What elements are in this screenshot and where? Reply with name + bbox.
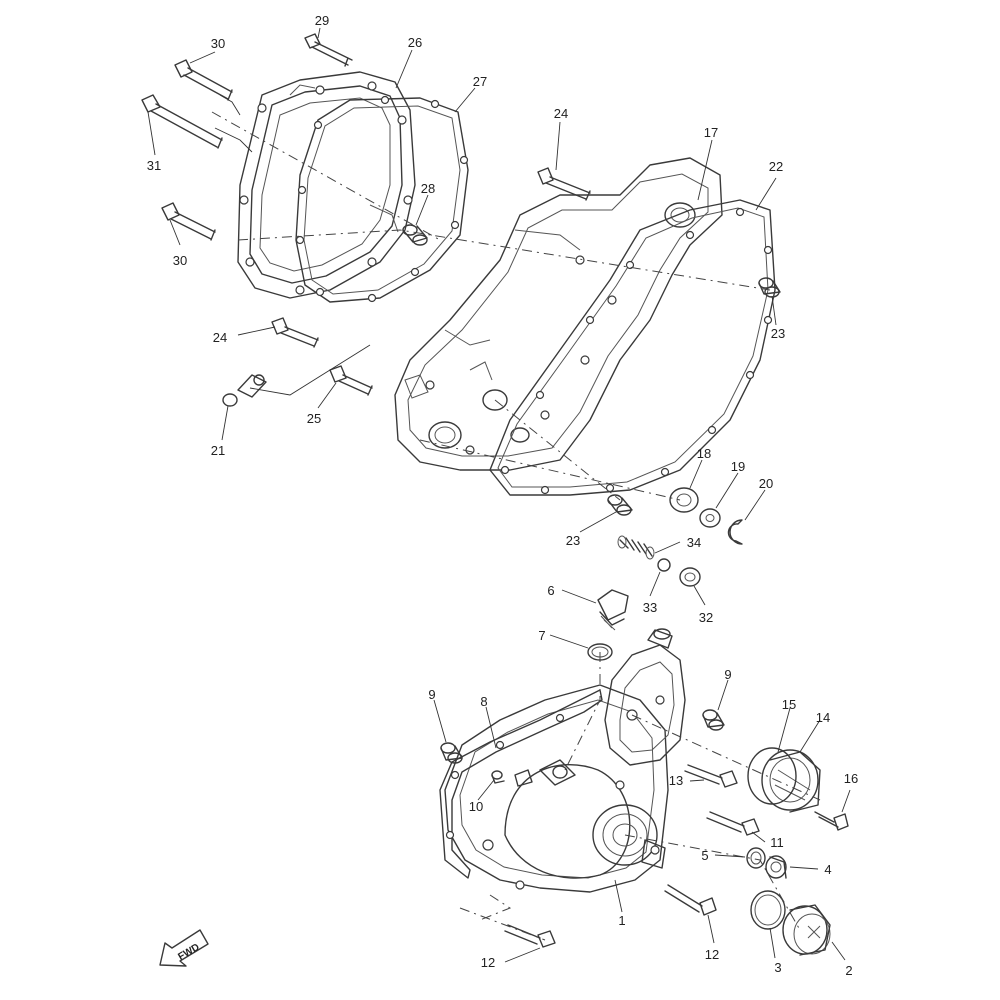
o-ring-5	[746, 847, 766, 869]
callout-14: 14	[816, 710, 830, 725]
o-ring-3	[750, 890, 786, 930]
magneto-cover-gasket	[439, 689, 603, 879]
plug-32	[679, 567, 701, 587]
callout-28: 28	[421, 181, 435, 196]
cap-2	[782, 904, 831, 956]
callout-21: 21	[211, 443, 225, 458]
oil-filler-plug	[597, 589, 629, 631]
bolt-13	[684, 764, 738, 788]
forward-arrow-icon: FWD	[159, 929, 209, 967]
callout-6: 6	[547, 583, 554, 598]
callout-10: 10	[469, 799, 483, 814]
callout-31: 31	[147, 158, 161, 173]
callout-23-upper: 23	[771, 326, 785, 341]
bolt-24-top	[537, 167, 591, 201]
crankcase-cover	[394, 157, 723, 471]
callout-26: 26	[408, 35, 422, 50]
callout-8: 8	[480, 694, 487, 709]
pump-cover	[761, 749, 821, 813]
nipple-10	[491, 770, 505, 784]
bolt-29	[304, 33, 353, 67]
callout-13: 13	[669, 773, 683, 788]
callout-leaders	[147, 27, 851, 963]
callout-labels: 1 2 3 4 5 6 7 8 9 9 10 11 12 12 13 14 15…	[147, 13, 858, 978]
dowel-pin-23-upper	[758, 277, 781, 298]
circlip-20	[727, 519, 743, 545]
callout-23-lower: 23	[566, 533, 580, 548]
clutch-cover-gasket	[295, 95, 469, 303]
dowel-pin-28	[402, 224, 428, 246]
callout-12-right: 12	[705, 947, 719, 962]
callout-11: 11	[770, 835, 784, 850]
bolt-30-bottom	[161, 202, 216, 241]
spring-34	[617, 535, 655, 560]
callout-32: 32	[699, 610, 713, 625]
callout-30-top: 30	[211, 36, 225, 51]
crankcase-cover-gasket	[489, 199, 776, 496]
dowel-pin-23-lower	[607, 494, 633, 516]
bolt-12-right	[664, 884, 717, 916]
plug-4	[765, 855, 787, 879]
callout-33: 33	[643, 600, 657, 615]
pump-housing	[604, 628, 686, 766]
callout-30-bottom: 30	[173, 253, 187, 268]
bolt-11	[706, 811, 760, 836]
callout-5: 5	[701, 848, 708, 863]
callout-3: 3	[774, 960, 781, 975]
callout-15: 15	[782, 697, 796, 712]
dowel-pin-9-left	[440, 742, 463, 764]
callout-34: 34	[687, 535, 701, 550]
oil-seal-18	[669, 487, 699, 513]
bolt-24-left	[271, 317, 319, 348]
callout-19: 19	[731, 459, 745, 474]
forward-arrow-label: FWD	[176, 942, 201, 963]
callout-9-left: 9	[428, 687, 435, 702]
bolt-31	[141, 94, 223, 149]
callout-1: 1	[618, 913, 625, 928]
callout-20: 20	[759, 476, 773, 491]
dowel-pin-9-right	[702, 709, 725, 731]
bolt-25	[329, 365, 373, 396]
callout-17: 17	[704, 125, 718, 140]
magneto-cover	[444, 684, 669, 893]
bolt-30-top	[174, 59, 233, 101]
callout-25: 25	[307, 411, 321, 426]
callout-2: 2	[845, 963, 852, 978]
callout-16: 16	[844, 771, 858, 786]
pump-gasket-15	[747, 747, 797, 805]
clutch-cover	[237, 71, 416, 299]
ball-33	[657, 558, 671, 572]
callout-9-right: 9	[724, 667, 731, 682]
callout-12-left: 12	[481, 955, 495, 970]
callout-24-left: 24	[213, 330, 227, 345]
bolt-16	[814, 811, 849, 831]
callout-27: 27	[473, 74, 487, 89]
callout-7: 7	[538, 628, 545, 643]
callout-18: 18	[697, 446, 711, 461]
fitting-21	[222, 374, 267, 407]
callout-24-top: 24	[554, 106, 568, 121]
bolt-12-left	[504, 924, 556, 948]
callout-4: 4	[824, 862, 831, 877]
washer-19	[699, 508, 721, 528]
callout-22: 22	[769, 159, 783, 174]
callout-29: 29	[315, 13, 329, 28]
